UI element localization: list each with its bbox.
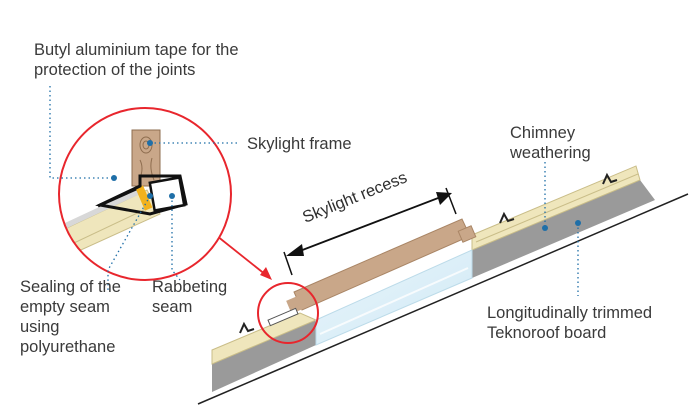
clip-left-icon [239, 321, 255, 334]
clip-mid-icon [499, 211, 515, 224]
label-sealing: Sealing of the empty seam using polyuret… [20, 278, 121, 356]
label-rabbeting-seam: Rabbeting seam [152, 278, 228, 316]
leader-sealing [107, 195, 151, 290]
label-teknoroof-board: Longitudinally trimmed Teknoroof board [487, 304, 653, 342]
label-chimney-weathering: Chimney weathering [510, 124, 591, 162]
detail-callout-large [58, 107, 232, 281]
label-skylight-frame: Skylight frame [247, 135, 352, 153]
teknoroof-board-right [472, 180, 655, 278]
leader-dots [111, 140, 581, 231]
detail-callout-small [257, 282, 319, 344]
label-butyl-tape: Butyl aluminium tape for the protection … [34, 41, 239, 79]
callout-connector [211, 231, 272, 280]
roof-section [197, 165, 689, 405]
base-line [197, 193, 689, 405]
teknoroof-board-left [212, 320, 316, 392]
skylight-frame-end [457, 225, 477, 243]
clip-right-icon [602, 172, 618, 185]
skylight-glazing [315, 249, 473, 346]
leader-lines [49, 86, 579, 296]
recess-dimension [283, 187, 457, 276]
